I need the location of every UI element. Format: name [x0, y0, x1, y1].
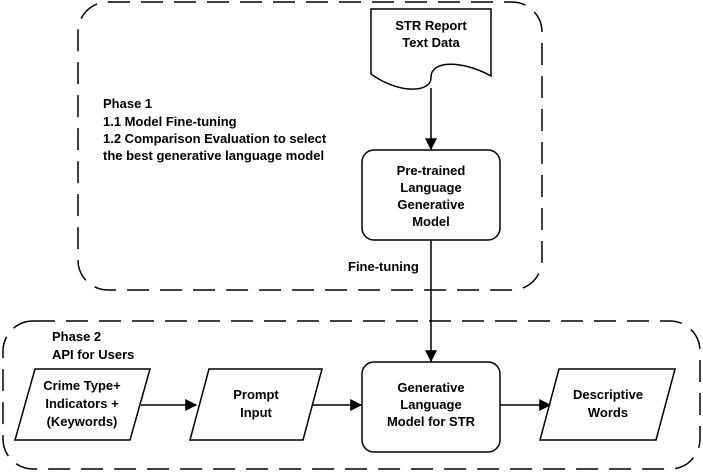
- phase2-boundary: [2, 320, 701, 470]
- descriptive-words-node: Descriptive Words: [539, 368, 676, 441]
- str-report-line1: STR Report: [395, 18, 467, 33]
- phase2-title: Phase 2: [52, 329, 101, 344]
- pretrained-line2: Language: [400, 180, 461, 195]
- phase1-line3: the best generative language model: [103, 148, 324, 163]
- prompt-line1: Prompt: [233, 387, 279, 402]
- phase2-subtitle: API for Users: [52, 347, 134, 362]
- generative-line2: Language: [400, 397, 461, 412]
- descriptive-line2: Words: [588, 405, 628, 420]
- str-report-document-node: STR Report Text Data: [370, 8, 492, 90]
- fine-tuning-edge-label: Fine-tuning: [348, 259, 419, 274]
- crime-line1: Crime Type+: [43, 378, 121, 393]
- phase2-description: Phase 2 API for Users: [52, 329, 134, 362]
- phase1-line2: 1.2 Comparison Evaluation to select: [103, 131, 327, 146]
- generative-line3: Model for STR: [387, 414, 476, 429]
- phase1-title: Phase 1: [103, 96, 152, 111]
- crime-line3: (Keywords): [47, 414, 118, 429]
- phase1-boundary: [77, 1, 543, 291]
- pretrained-line3: Generative: [397, 197, 464, 212]
- prompt-line2: Input: [240, 405, 272, 420]
- descriptive-line1: Descriptive: [573, 387, 643, 402]
- crime-type-input-node: Crime Type+ Indicators + (Keywords): [14, 368, 151, 441]
- str-report-line2: Text Data: [402, 35, 460, 50]
- generative-line1: Generative: [397, 380, 464, 395]
- phase1-line1: 1.1 Model Fine-tuning: [103, 114, 237, 129]
- phase1-description: Phase 1 1.1 Model Fine-tuning 1.2 Compar…: [103, 96, 327, 163]
- generative-model-node: Generative Language Model for STR: [361, 361, 501, 453]
- prompt-input-node: Prompt Input: [189, 368, 323, 441]
- pretrained-line1: Pre-trained: [397, 163, 466, 178]
- crime-line2: Indicators +: [45, 396, 119, 411]
- pretrained-line4: Model: [412, 214, 450, 229]
- pretrained-model-node: Pre-trained Language Generative Model: [361, 149, 501, 241]
